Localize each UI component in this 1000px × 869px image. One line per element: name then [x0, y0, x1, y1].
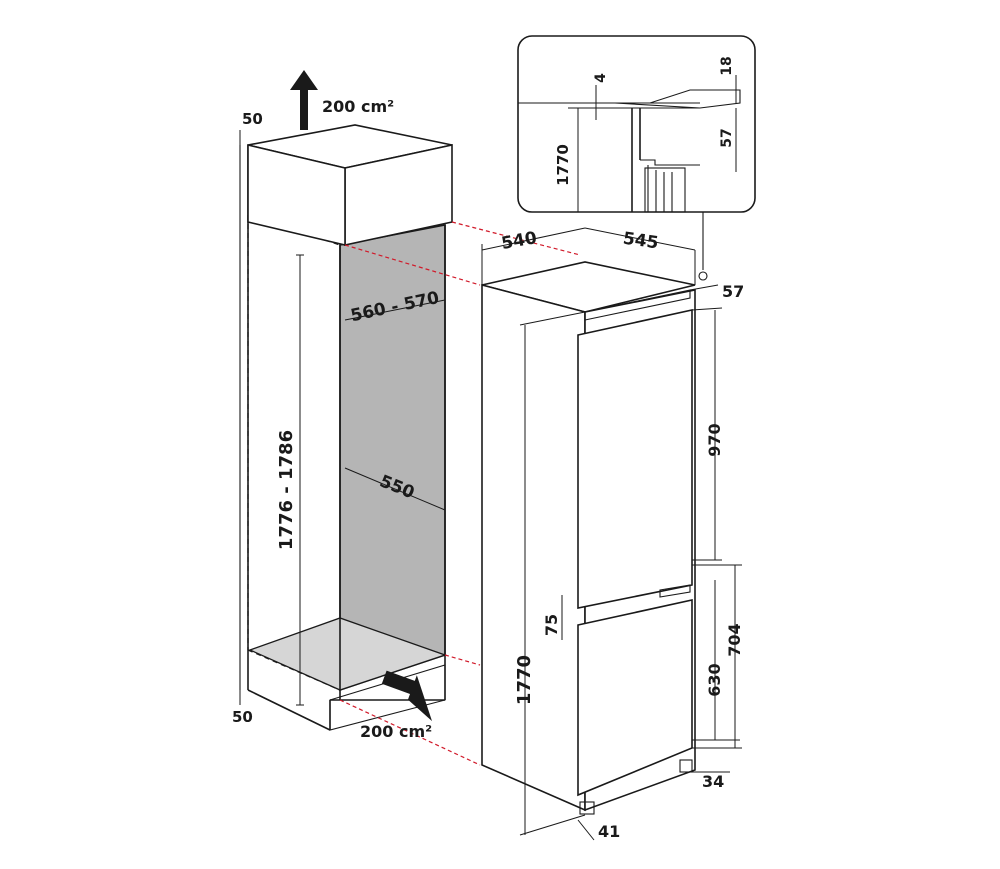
foot-label: 41	[598, 822, 620, 841]
vent-bottom-arrow-icon	[381, 670, 433, 722]
niche-depth-dim	[344, 467, 446, 511]
door-gap-label: 75	[542, 614, 561, 636]
plinth-label: 34	[702, 772, 724, 791]
guide-line-4	[339, 699, 481, 766]
guide-line-3	[444, 654, 481, 666]
appliance-width-label: 545	[622, 229, 660, 254]
niche-cabinet	[239, 124, 453, 731]
clearance-top-label: 50	[242, 110, 263, 128]
clearance-bottom-label: 50	[232, 708, 253, 726]
upper-door-label: 970	[705, 423, 724, 456]
lower-total-label: 704	[725, 623, 744, 656]
detail-4-label: 4	[593, 73, 609, 83]
appliance	[481, 261, 696, 815]
lower-door-label: 630	[705, 663, 724, 696]
top-gap-label: 57	[722, 282, 744, 301]
detail-1770-label: 1770	[554, 144, 572, 186]
appliance-depth-label: 540	[500, 228, 539, 254]
detail-57-label: 57	[719, 128, 735, 147]
upper-door	[577, 309, 693, 609]
guide-line-1	[451, 221, 581, 256]
detail-marker	[698, 271, 708, 281]
vent-top-label: 200 cm²	[322, 97, 394, 116]
appliance-side	[481, 283, 586, 812]
appliance-width-dim	[584, 227, 696, 251]
appliance-depth-dim	[481, 227, 586, 251]
detail-inset: 1770 4 18 57	[517, 35, 756, 213]
niche-height-label: 1776 - 1786	[276, 430, 297, 550]
appliance-height-label: 1770	[514, 655, 535, 705]
detail-18-label: 18	[719, 56, 735, 75]
vent-bottom-label: 200 cm²	[360, 722, 432, 741]
vent-top-arrow-icon	[290, 70, 318, 130]
detail-frame	[517, 35, 756, 213]
guide-line-2	[344, 244, 481, 286]
niche-width-dim	[344, 299, 446, 321]
